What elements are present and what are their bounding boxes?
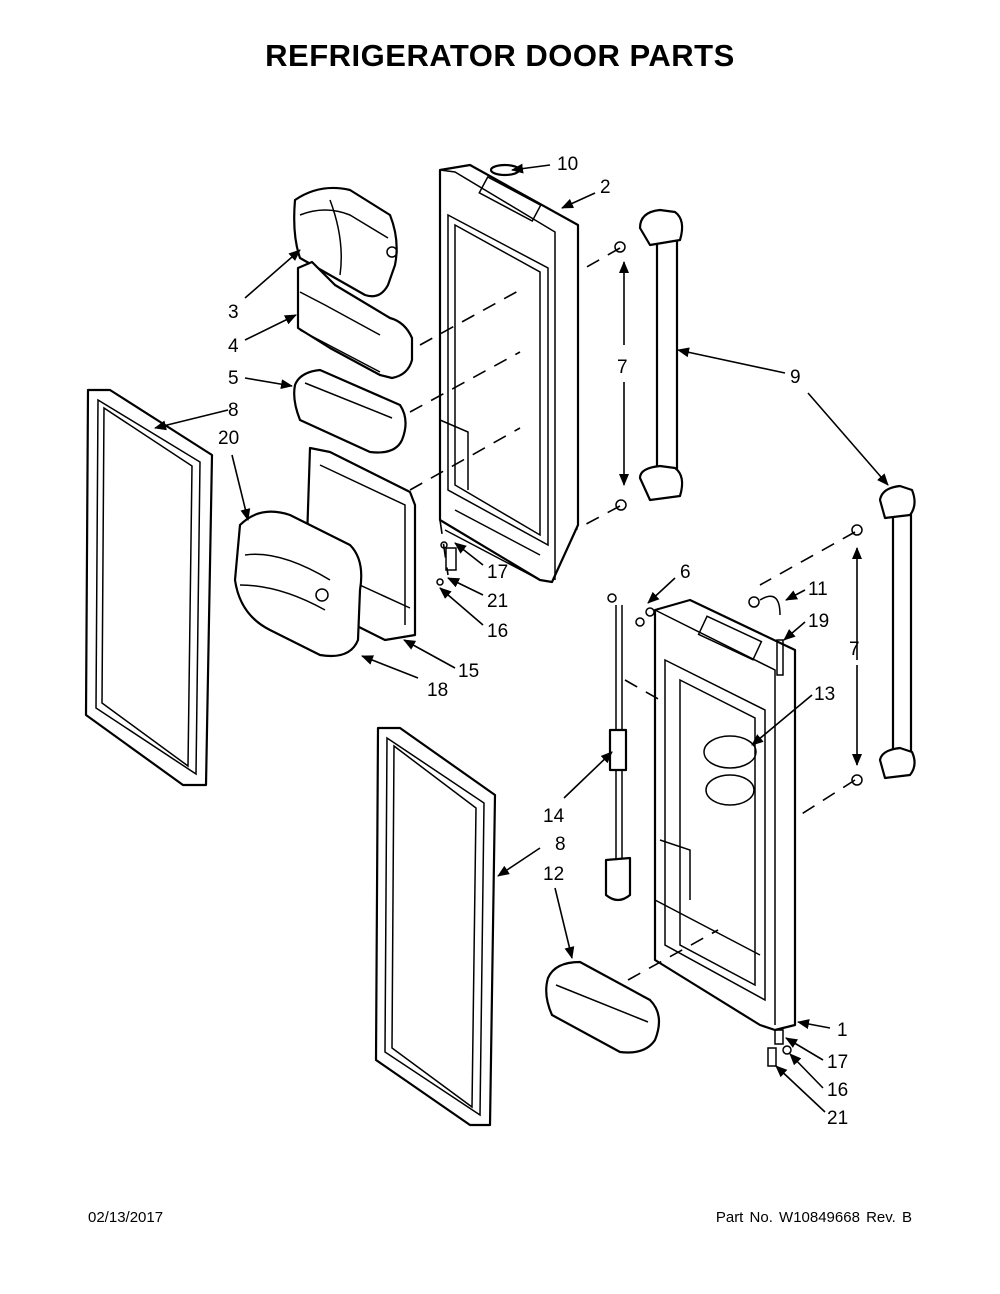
callout-2: 2 [600,177,611,198]
part-5-bin [293,368,407,454]
callout-19: 19 [808,611,829,632]
callout-17-lower: 17 [827,1052,848,1073]
page-title: REFRIGERATOR DOOR PARTS [265,38,735,73]
callout-1: 1 [837,1020,848,1041]
upper-door-liner [438,163,580,584]
footer-date: 02/13/2017 [88,1209,164,1226]
callout-7-upper: 7 [617,357,628,378]
part-18-front-cover [233,510,363,658]
callout-3: 3 [228,302,239,323]
lower-door-liner [653,598,797,1032]
part-4-bracket [296,260,414,380]
callout-6: 6 [680,562,691,583]
door-gasket-left [84,388,214,787]
callout-13: 13 [814,684,835,705]
callout-18: 18 [427,680,448,701]
callout-4: 4 [228,336,239,357]
door-gasket-right [374,726,497,1127]
callout-16-upper: 16 [487,621,508,642]
callout-10: 10 [557,154,578,175]
hinge-hardware [436,541,792,1067]
door-handle-upper [614,208,684,511]
callout-14: 14 [543,806,565,827]
callout-5: 5 [228,368,239,389]
callout-8-left: 8 [228,400,239,421]
callout-15: 15 [458,661,479,682]
callout-7-lower: 7 [849,639,860,660]
part-12-bin [545,960,661,1054]
callout-20: 20 [218,428,239,449]
callout-arrows [154,163,889,1113]
door-handle-lower [851,484,916,786]
callout-9: 9 [790,367,801,388]
callout-12: 12 [543,864,564,885]
leader-lines [409,247,856,981]
callout-17-upper: 17 [487,562,508,583]
footer-part-number: Part No. W10849668 Rev. B [715,1209,912,1226]
callout-21-upper: 21 [487,591,508,612]
callout-16-lower: 16 [827,1080,848,1101]
callout-labels: 10 2 3 4 5 7 9 8 20 17 21 16 6 11 19 7 1… [218,154,860,1129]
callout-11: 11 [808,579,828,600]
callout-21-lower: 21 [827,1108,848,1129]
part-14-rod [604,593,632,902]
callout-8-right: 8 [555,834,566,855]
